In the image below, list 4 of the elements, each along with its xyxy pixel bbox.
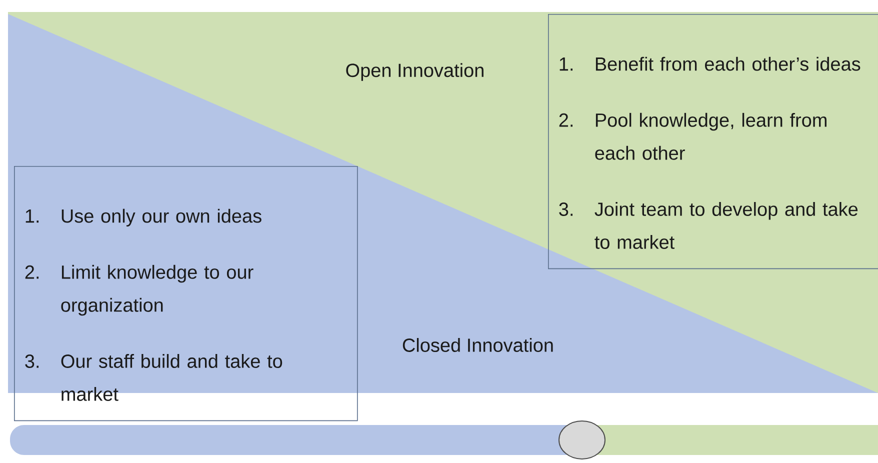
region-label: Closed Innovation (402, 338, 553, 352)
list-box: 1. Benefit from each other’s ideas 2. Pool knowledge, learn from each other 3. Joint team to develop and take to market (548, 14, 878, 270)
list-box: 1. Use only our own ideas 2. Limit knowledge to our organization 3. Our staff build and take to market (14, 166, 358, 422)
region-label: Open Innovation (346, 63, 484, 81)
